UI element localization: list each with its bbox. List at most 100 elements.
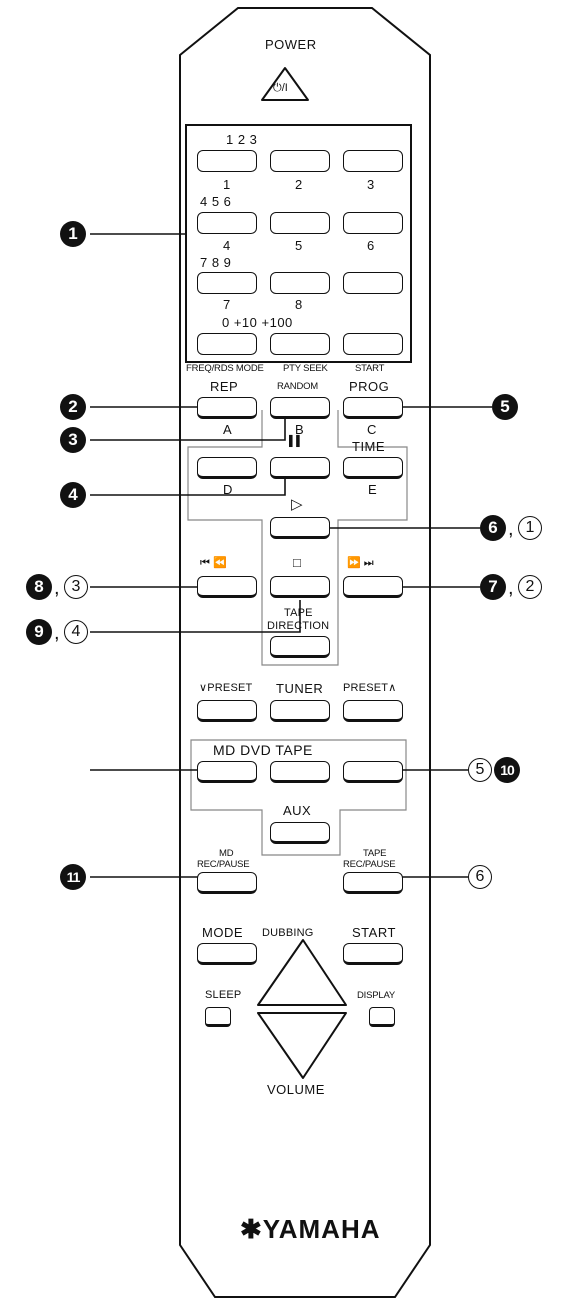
aux-label: AUX: [283, 803, 312, 818]
callout-7: 7: [480, 574, 506, 600]
prog-label: PROG: [349, 379, 390, 394]
sleep-button[interactable]: [205, 1007, 231, 1027]
key-4-label: 4: [223, 238, 231, 253]
volume-up-button[interactable]: [257, 939, 347, 1006]
key-7-button[interactable]: [197, 272, 257, 294]
callout-9: 9: [26, 619, 52, 645]
numeric-row1-caption: 1 2 3: [226, 132, 258, 147]
power-button[interactable]: ⏻/I: [273, 82, 288, 94]
time-button[interactable]: [343, 457, 403, 479]
pause-button[interactable]: [270, 457, 330, 479]
skip-back-button[interactable]: [197, 576, 257, 598]
dubbing-start-button[interactable]: [343, 943, 403, 965]
tuner-button[interactable]: [270, 700, 330, 722]
callout-1: 1: [60, 221, 86, 247]
time-label: TIME: [352, 439, 386, 454]
dubbing-mode-label: MODE: [202, 925, 243, 940]
dvd-button[interactable]: [270, 761, 330, 783]
tape-rec-label-1: TAPE: [363, 848, 387, 859]
e-label: E: [368, 482, 378, 497]
leader-9: [90, 600, 301, 633]
key-3-button[interactable]: [343, 150, 403, 172]
numeric-row2-caption: 4 5 6: [200, 194, 232, 209]
transport-frame: [187, 410, 408, 666]
remote-outline: [179, 7, 431, 1298]
callout-circled-2: 2: [518, 575, 542, 599]
prog-button[interactable]: [343, 397, 403, 419]
tape-direction-label-2: DIRECTION: [267, 620, 330, 632]
callout-2: 2: [60, 394, 86, 420]
preset-down-button[interactable]: [197, 700, 257, 722]
key-6-button[interactable]: [343, 212, 403, 234]
numeric-keypad-frame: [185, 124, 412, 363]
stop-icon: □: [293, 555, 301, 570]
power-label: POWER: [265, 37, 317, 52]
tape-button[interactable]: [343, 761, 403, 783]
md-button[interactable]: [197, 761, 257, 783]
key-9-button[interactable]: [343, 272, 403, 294]
skip-forward-icon: ⏩ ⏭: [347, 557, 374, 569]
volume-down-button[interactable]: [257, 1012, 347, 1079]
key-2-button[interactable]: [270, 150, 330, 172]
key-3-label: 3: [367, 177, 375, 192]
start-caption: START: [355, 363, 385, 374]
b-label: B: [295, 422, 305, 437]
callout-9-comma: ,: [54, 622, 60, 644]
power-triangle: [261, 67, 309, 101]
key-4-button[interactable]: [197, 212, 257, 234]
callout-8: 8: [26, 574, 52, 600]
callout-circled-3: 3: [64, 575, 88, 599]
a-label: A: [223, 422, 233, 437]
sleep-label: SLEEP: [205, 989, 242, 1001]
aux-button[interactable]: [270, 822, 330, 844]
key-1-label: 1: [223, 177, 231, 192]
skip-back-icon: ⏮ ⏪: [200, 557, 227, 569]
md-rec-label-2: REC/PAUSE: [197, 859, 250, 870]
callout-circled-4: 4: [64, 620, 88, 644]
key-plus100-button[interactable]: [343, 333, 403, 355]
callout-5: 5: [492, 394, 518, 420]
pty-seek-caption: PTY SEEK: [283, 363, 328, 374]
tape-rec-pause-button[interactable]: [343, 872, 403, 894]
callout-3: 3: [60, 427, 86, 453]
random-label: RANDOM: [277, 381, 319, 392]
play-icon: ▷: [291, 496, 303, 513]
rep-button[interactable]: [197, 397, 257, 419]
key-plus10-button[interactable]: [270, 333, 330, 355]
callout-6: 6: [480, 515, 506, 541]
yamaha-logo: ✱YAMAHA: [240, 1214, 381, 1244]
dubbing-start-label: START: [352, 925, 396, 940]
numeric-row4-caption: 0 +10 +100: [222, 315, 293, 330]
tape-direction-button[interactable]: [270, 636, 330, 658]
dubbing-mode-button[interactable]: [197, 943, 257, 965]
key-1-button[interactable]: [197, 150, 257, 172]
display-button[interactable]: [369, 1007, 395, 1027]
callout-circled-1: 1: [518, 516, 542, 540]
callout-4: 4: [60, 482, 86, 508]
key-2-label: 2: [295, 177, 303, 192]
source-frame: [190, 739, 407, 856]
md-rec-pause-button[interactable]: [197, 872, 257, 894]
callout-7-comma: ,: [508, 577, 514, 599]
key-8-button[interactable]: [270, 272, 330, 294]
d-button[interactable]: [197, 457, 257, 479]
preset-up-button[interactable]: [343, 700, 403, 722]
key-0-button[interactable]: [197, 333, 257, 355]
md-rec-label-1: MD: [219, 848, 234, 859]
stop-button[interactable]: [270, 576, 330, 598]
play-button[interactable]: [270, 517, 330, 539]
tuner-label: TUNER: [276, 681, 324, 696]
tape-direction-label-1: TAPE: [284, 607, 313, 619]
callout-circled-6: 6: [468, 865, 492, 889]
freq-rds-mode-caption: FREQ/RDS MODE: [186, 363, 264, 374]
tape-rec-label-2: REC/PAUSE: [343, 859, 396, 870]
c-label: C: [367, 422, 377, 437]
callout-8-comma: ,: [54, 577, 60, 599]
callout-10: 10: [494, 757, 520, 783]
key-5-button[interactable]: [270, 212, 330, 234]
callout-11: 11: [60, 864, 86, 890]
volume-label: VOLUME: [267, 1082, 325, 1097]
key-8-label: 8: [295, 297, 303, 312]
skip-forward-button[interactable]: [343, 576, 403, 598]
random-button[interactable]: [270, 397, 330, 419]
